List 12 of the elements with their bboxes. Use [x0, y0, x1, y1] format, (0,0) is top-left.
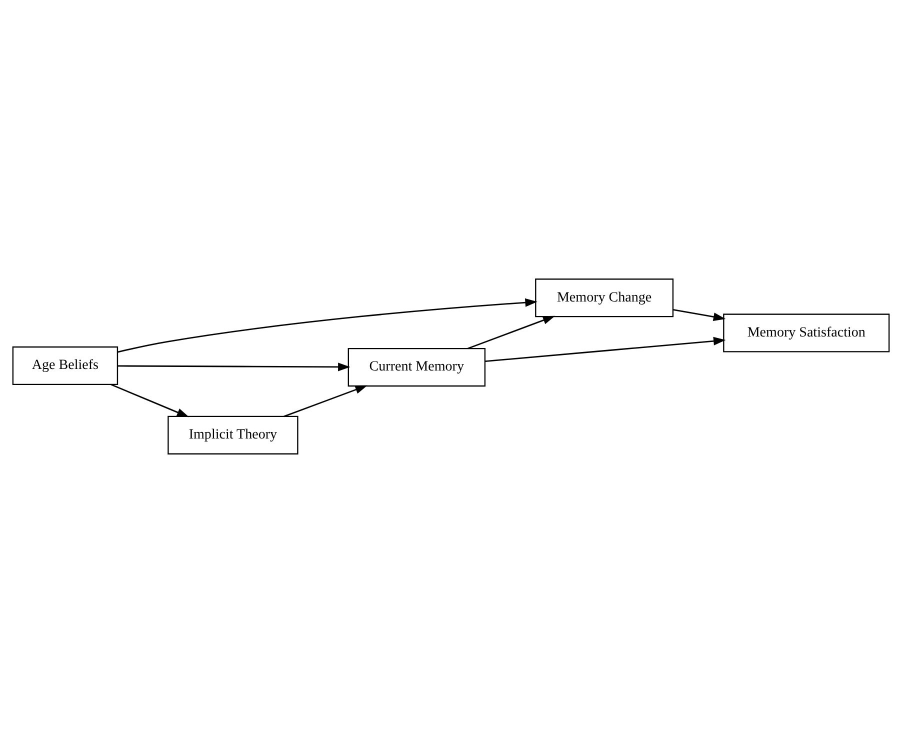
node-box: Implicit Theory	[167, 416, 298, 454]
node-box: Age Beliefs	[12, 346, 118, 386]
arrow	[484, 336, 726, 362]
node-box: Memory Change	[534, 278, 674, 318]
arrow	[672, 309, 726, 322]
arrow	[117, 362, 350, 372]
arrow	[110, 384, 189, 418]
node-box: Memory Satisfaction	[722, 314, 890, 352]
node-box: Current Memory	[347, 348, 486, 387]
arrow	[467, 316, 555, 350]
arrow	[283, 385, 367, 418]
arrow	[117, 298, 537, 353]
